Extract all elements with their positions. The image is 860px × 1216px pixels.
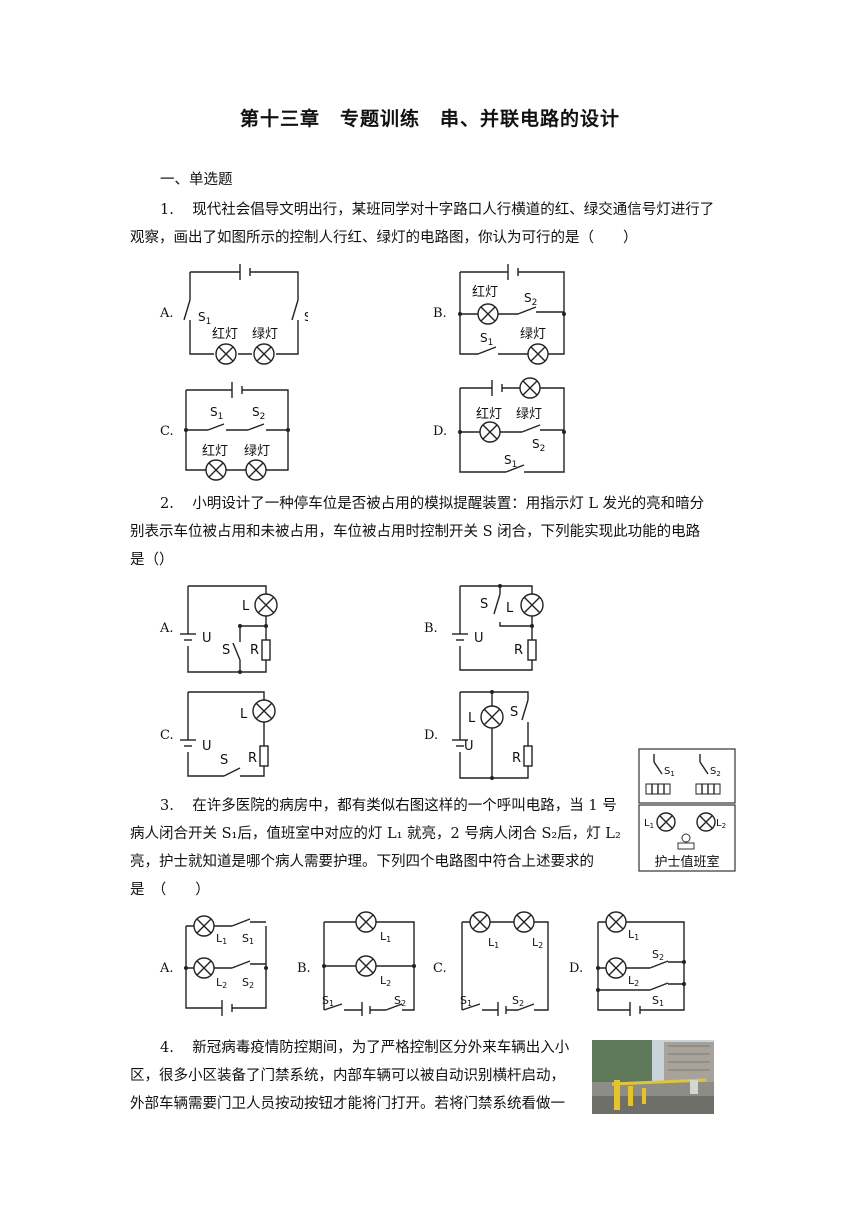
svg-text:L2: L2 xyxy=(628,974,639,988)
svg-text:L1: L1 xyxy=(628,928,639,942)
q1-option-c: C. xyxy=(160,424,174,439)
svg-text:U: U xyxy=(474,631,484,646)
svg-text:L: L xyxy=(240,707,248,722)
svg-text:L2: L2 xyxy=(716,818,726,830)
svg-text:L1: L1 xyxy=(644,818,654,830)
svg-text:L1: L1 xyxy=(216,932,227,946)
svg-text:R: R xyxy=(250,643,259,658)
svg-text:绿灯: 绿灯 xyxy=(516,407,542,422)
q3-option-b: B. xyxy=(297,961,311,976)
svg-text:L2: L2 xyxy=(380,974,391,988)
question-1: 1. 现代社会倡导文明出行，某班同学对十字路口人行横道的红、绿交通信号灯进行了 xyxy=(160,196,760,224)
q2-option-c: C. xyxy=(160,728,174,743)
svg-text:U: U xyxy=(202,739,212,754)
q3-option-d: D. xyxy=(569,961,584,976)
q2-line2: 别表示车位被占用和未被占用，车位被占用时控制开关 S 闭合，下列能实现此功能的电… xyxy=(130,524,701,540)
q3-line4: 是 （ ） xyxy=(130,882,210,898)
svg-text:绿灯: 绿灯 xyxy=(244,444,270,459)
svg-text:S2: S2 xyxy=(394,994,406,1008)
q2-circuit-c: L U S R xyxy=(180,691,276,777)
svg-text:L: L xyxy=(506,601,514,616)
gate-photo xyxy=(592,1040,714,1114)
svg-text:S1: S1 xyxy=(322,994,334,1008)
q1-option-d: D. xyxy=(433,424,448,439)
q1-circuit-b: 红灯 S2 S1 绿灯 xyxy=(458,264,566,365)
svg-text:S1: S1 xyxy=(480,331,493,348)
svg-text:S1: S1 xyxy=(664,766,675,778)
q2-option-d: D. xyxy=(424,728,439,743)
svg-text:L1: L1 xyxy=(488,936,499,950)
svg-text:L: L xyxy=(468,711,476,726)
q2-option-a: A. xyxy=(160,621,174,636)
red-lamp-label: 红灯 xyxy=(212,326,238,342)
svg-text:绿灯: 绿灯 xyxy=(520,327,546,342)
q2-circuit-d: L S U R xyxy=(452,690,533,780)
svg-text:L2: L2 xyxy=(532,936,543,950)
q1-number: 1. xyxy=(160,202,174,218)
svg-text:S1: S1 xyxy=(242,932,254,946)
svg-text:L2: L2 xyxy=(216,976,227,990)
svg-text:U: U xyxy=(202,631,212,646)
q1-line1: 现代社会倡导文明出行，某班同学对十字路口人行横道的红、绿交通信号灯进行了 xyxy=(192,202,715,218)
q2-line3: 是（） xyxy=(130,552,174,568)
svg-text:S: S xyxy=(222,643,230,658)
svg-text:R: R xyxy=(248,751,257,766)
q1-option-a: A. xyxy=(160,306,174,321)
svg-text:S1: S1 xyxy=(198,310,211,327)
q3-circuit-d: L1 S2 L2 S1 xyxy=(596,911,686,1016)
svg-text:S1: S1 xyxy=(210,405,223,422)
svg-text:S2: S2 xyxy=(304,310,308,327)
nurse-station-figure: S1 S2 L1 L2 护士值班室 xyxy=(638,748,736,872)
q3-line2: 病人闭合开关 S₁后，值班室中对应的灯 L₁ 就亮，2 号病人闭合 S₂后，灯 … xyxy=(130,826,621,842)
question-3: 3. 在许多医院的病房中，都有类似右图这样的一个呼叫电路，当 1 号 xyxy=(160,798,617,814)
q3-circuit-c: L1 L2 S1 S2 xyxy=(460,911,549,1016)
green-lamp-label: 绿灯 xyxy=(252,327,278,342)
svg-text:U: U xyxy=(464,739,474,754)
svg-text:S2: S2 xyxy=(512,994,524,1008)
svg-text:R: R xyxy=(512,751,521,766)
svg-text:S2: S2 xyxy=(242,976,254,990)
q1-line2: 观察，画出了如图所示的控制人行红、绿灯的电路图，你认为可行的是（ ） xyxy=(130,230,638,246)
svg-text:红灯: 红灯 xyxy=(472,284,498,300)
q2-circuit-b: S L U R xyxy=(452,584,544,671)
q4-line2: 区，很多小区装备了门禁系统，内部车辆可以被自动识别横杆启动， xyxy=(130,1068,565,1084)
svg-text:S2: S2 xyxy=(532,437,545,454)
question-4: 4. 新冠病毒疫情防控期间，为了严格控制区分外来车辆出入小 xyxy=(160,1040,570,1056)
q1-circuit-c: S1 S2 红灯 绿灯 xyxy=(184,382,290,481)
page-title: 第十三章 专题训练 串、并联电路的设计 xyxy=(239,108,620,130)
svg-text:红灯: 红灯 xyxy=(202,443,228,459)
svg-text:S2: S2 xyxy=(524,291,537,308)
svg-text:S1: S1 xyxy=(460,994,472,1008)
q3-line3: 亮，护士就知道是哪个病人需要护理。下列四个电路图中符合上述要求的 xyxy=(130,854,594,870)
q2-option-b: B. xyxy=(424,621,438,636)
q1-circuit-d: 红灯 绿灯 S2 S1 xyxy=(458,377,566,473)
q3-option-c: C. xyxy=(433,961,447,976)
q1-option-b: B. xyxy=(433,306,447,321)
section-heading: 一、单选题 xyxy=(160,172,233,188)
q1-circuit-a: S1 S2 红灯 绿灯 xyxy=(183,264,308,365)
question-2: 2. 小明设计了一种停车位是否被占用的模拟提醒装置：用指示灯 L 发光的亮和暗分 xyxy=(160,496,705,512)
svg-text:S: S xyxy=(510,705,518,720)
svg-text:红灯: 红灯 xyxy=(476,406,502,422)
svg-text:S1: S1 xyxy=(504,453,517,470)
svg-text:S: S xyxy=(480,597,488,612)
q4-line3: 外部车辆需要门卫人员按动按钮才能将门打开。若将门禁系统看做一 xyxy=(130,1096,565,1112)
q3-circuit-b: L1 L2 S1 S2 xyxy=(322,911,416,1016)
svg-text:L: L xyxy=(242,599,250,614)
q3-option-a: A. xyxy=(160,961,174,976)
svg-text:R: R xyxy=(514,643,523,658)
svg-text:S2: S2 xyxy=(652,948,664,962)
svg-text:S2: S2 xyxy=(252,405,265,422)
svg-text:L1: L1 xyxy=(380,930,391,944)
svg-text:S2: S2 xyxy=(710,766,721,778)
svg-text:S: S xyxy=(220,753,228,768)
nurse-station-label: 护士值班室 xyxy=(654,854,719,870)
q2-circuit-a: L U S R xyxy=(180,585,278,674)
svg-text:S1: S1 xyxy=(652,994,664,1008)
q3-circuit-a: L1 S1 L2 S2 xyxy=(184,915,268,1016)
